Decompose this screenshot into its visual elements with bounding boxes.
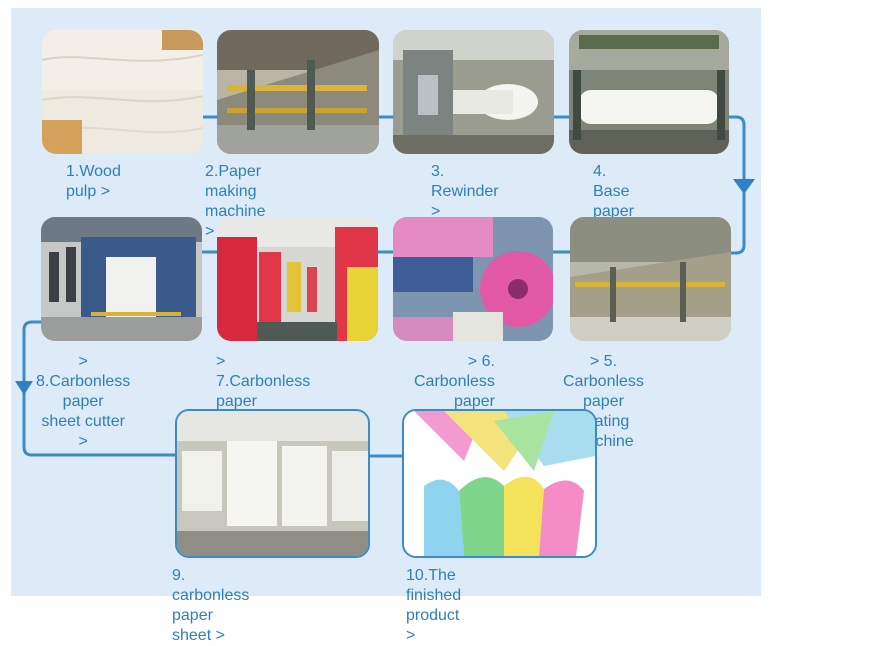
step-4-label: 4. Base paper >: [593, 163, 634, 240]
sheet-cutter-photo: [41, 217, 202, 341]
down-arrow-icon-left: [15, 381, 33, 395]
step-8-label: > 8.Carbonless paper sheet cutter >: [36, 353, 131, 450]
paper-sheet-photo: [175, 409, 370, 558]
wood-pulp-photo: [42, 30, 203, 154]
step-9-label: 9. carbonless paper sheet >: [172, 567, 250, 644]
down-arrow-icon: [733, 179, 755, 194]
paper-reel-photo: [217, 217, 378, 341]
paper-making-machine-photo: [217, 30, 379, 154]
rewinder-photo: [393, 30, 554, 154]
base-paper-photo: [569, 30, 729, 154]
step-1-label: 1.Wood pulp >: [66, 163, 121, 200]
step-10-label: 10.The finished product >: [406, 567, 462, 644]
coating-machine-photo: [570, 217, 731, 341]
slitting-photo: [393, 217, 553, 341]
finished-product-photo: [402, 409, 597, 558]
step-2-label: 2.Paper making machine >: [205, 163, 266, 240]
flow-connector-lines: [15, 115, 755, 458]
step-3-label: 3. Rewinder >: [431, 163, 499, 220]
